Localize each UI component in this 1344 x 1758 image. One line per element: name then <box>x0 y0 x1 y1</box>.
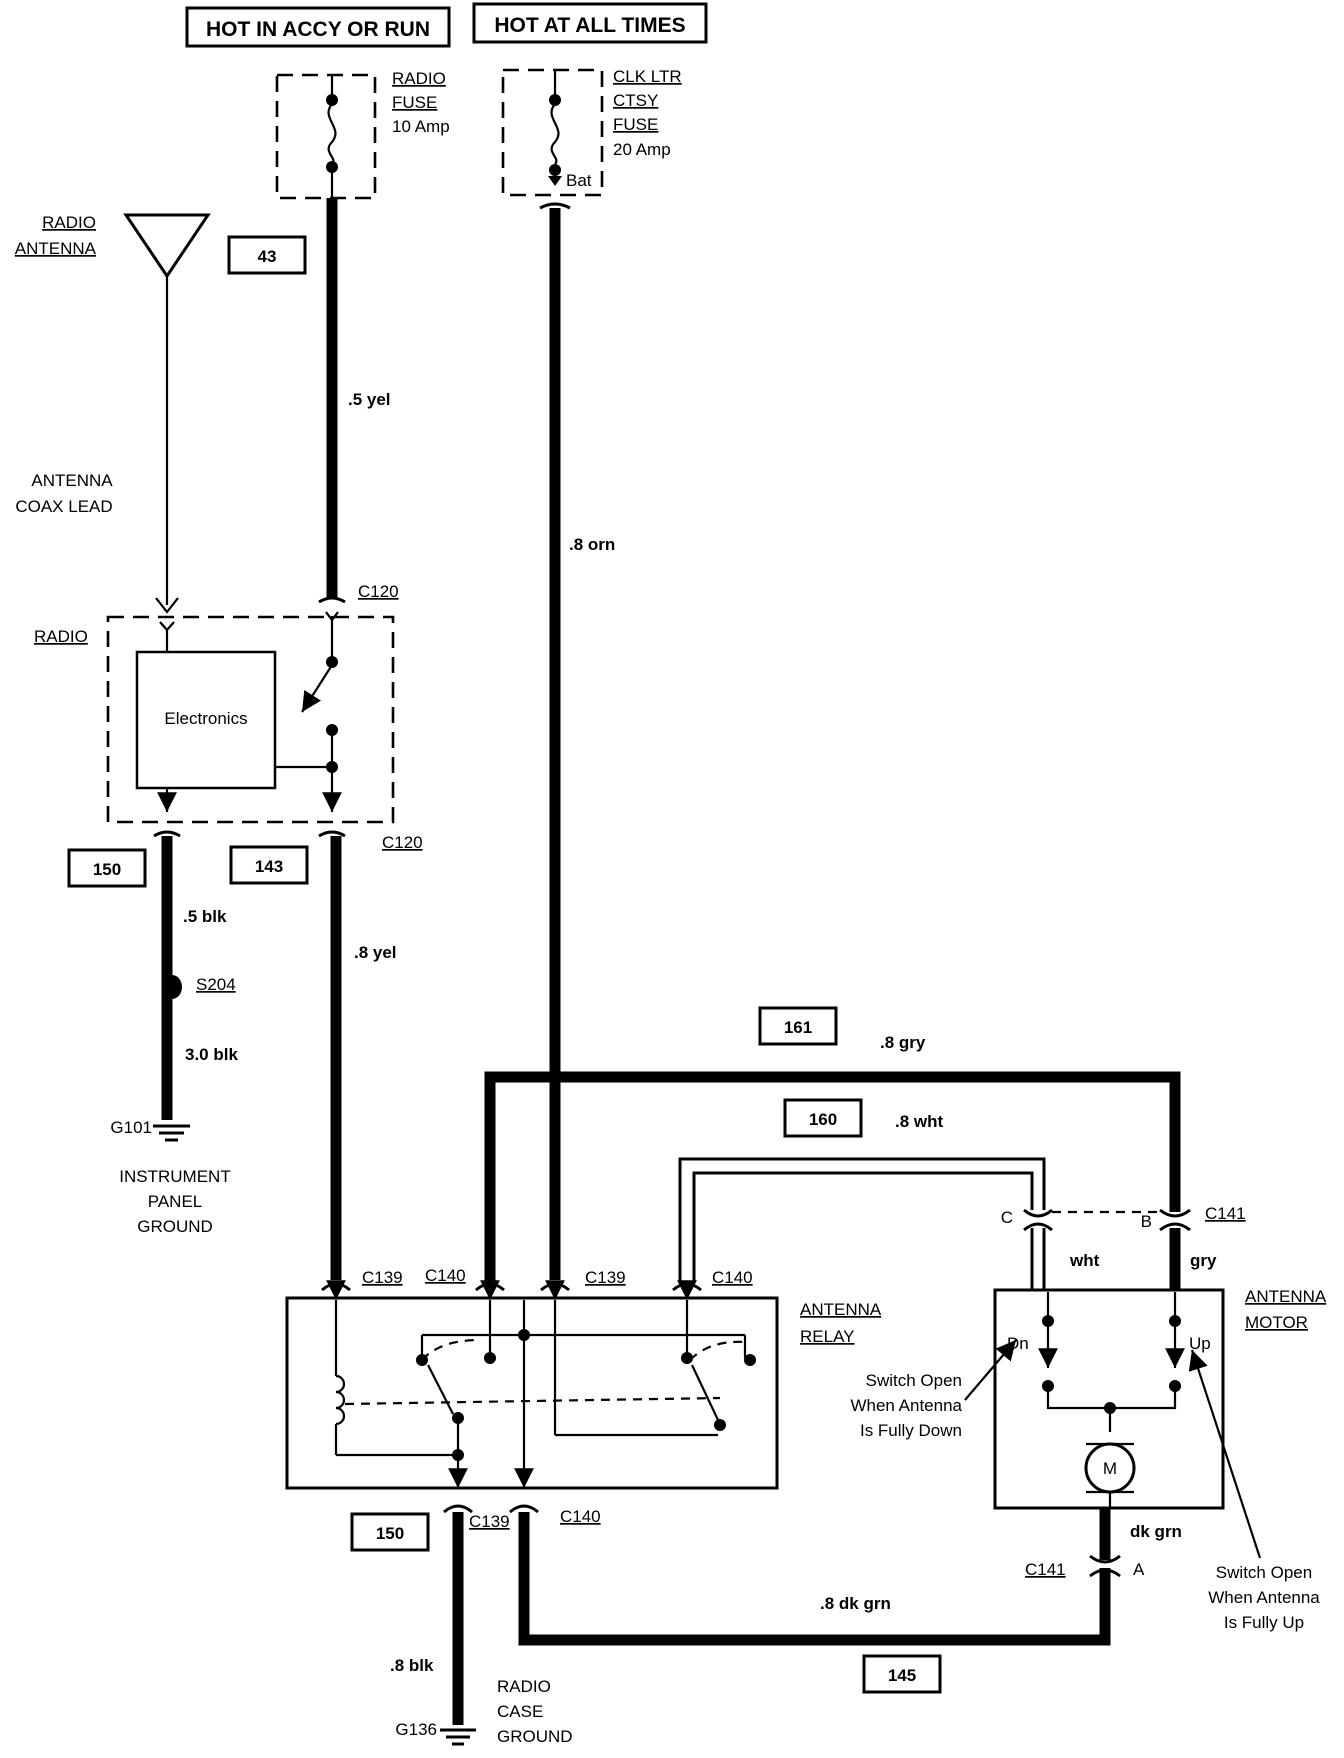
radio-fuse: RADIO FUSE 10 Amp <box>275 69 450 200</box>
header-hot-at-all-times: HOT AT ALL TIMES <box>472 2 708 44</box>
note-down-2: When Antenna <box>850 1396 962 1415</box>
clk-fuse-label-2: CTSY <box>613 91 658 110</box>
wire-gry-label: gry <box>1190 1251 1217 1270</box>
coax-label-2: COAX LEAD <box>15 497 112 516</box>
header-accy-text: HOT IN ACCY OR RUN <box>206 18 430 41</box>
relay-label-2: RELAY <box>800 1327 855 1346</box>
header-hot-in-accy-or-run: HOT IN ACCY OR RUN <box>185 6 451 48</box>
radio-label: RADIO <box>34 627 88 646</box>
note-down-1: Switch Open <box>866 1371 962 1390</box>
radio-fuse-rating: 10 Amp <box>392 117 450 136</box>
wire-43: 43 .5 yel C120 <box>227 198 399 604</box>
note-down-3: Is Fully Down <box>860 1421 962 1440</box>
antenna-relay: ANTENNA RELAY <box>285 1280 882 1490</box>
connector-c140-b: C140 <box>712 1268 753 1287</box>
wire-gry-08-label: .8 gry <box>880 1033 926 1052</box>
connector-c141-top: C B C141 wht gry <box>1001 1204 1246 1290</box>
motor-m-label: M <box>1103 1459 1117 1478</box>
ground-g101-label: G101 <box>110 1118 152 1137</box>
antenna-label-1: RADIO <box>42 213 96 232</box>
circuit-160-box <box>783 1098 863 1138</box>
motor-up-label: Up <box>1189 1334 1211 1353</box>
circuit-161-box <box>758 1006 838 1046</box>
relay-label-1: ANTENNA <box>800 1300 882 1319</box>
radio-antenna: RADIO ANTENNA ANTENNA COAX LEAD <box>15 213 211 614</box>
wire-dkgrn-label: dk grn <box>1130 1522 1182 1541</box>
wire-wht-08-label: .8 wht <box>895 1112 944 1131</box>
connector-c140-a: C140 <box>425 1266 466 1285</box>
connector-c139-a: C139 <box>362 1268 403 1287</box>
wire-143: 143 C120 .8 yel C139 <box>229 830 423 1292</box>
rcg-label-3: GROUND <box>497 1727 573 1746</box>
circuit-160-label: 160 <box>809 1110 837 1129</box>
wire-yel-08-label: .8 yel <box>354 943 397 962</box>
wire-orn-08-label: .8 orn <box>569 535 615 554</box>
electronics-box <box>135 650 277 790</box>
connector-c139-c: C139 <box>469 1512 510 1531</box>
circuit-145-label: 145 <box>888 1666 916 1685</box>
circuit-150a-box <box>67 848 147 888</box>
pin-b-label: B <box>1141 1212 1152 1231</box>
note-up-3: Is Fully Up <box>1224 1613 1304 1632</box>
circuit-43-box <box>227 235 307 275</box>
ground-g136-label: G136 <box>395 1720 437 1739</box>
motor-label-2: MOTOR <box>1245 1313 1308 1332</box>
connector-c139-b: C139 <box>585 1268 626 1287</box>
clk-fuse-rating: 20 Amp <box>613 140 671 159</box>
c141-bottom-label: C141 <box>1025 1560 1066 1579</box>
rcg-label-1: RADIO <box>497 1677 551 1696</box>
ipg-label-3: GROUND <box>137 1217 213 1236</box>
clk-fuse-terminal: Bat <box>566 171 592 190</box>
radio-unit: RADIO Electronics <box>34 611 395 824</box>
pin-a-label: A <box>1133 1560 1145 1579</box>
header-all-times-text: HOT AT ALL TIMES <box>494 14 685 37</box>
wire-blk-08-label: .8 blk <box>390 1656 434 1675</box>
motor-dn-label: Dn <box>1007 1334 1029 1353</box>
connector-c120-bottom: C120 <box>382 833 423 852</box>
circuit-143-box <box>229 845 309 885</box>
circuit-143-label: 143 <box>255 857 283 876</box>
circuit-43-label: 43 <box>258 247 277 266</box>
c141-top-label: C141 <box>1205 1204 1246 1223</box>
coax-label-1: ANTENNA <box>31 471 113 490</box>
circuit-145-box <box>862 1654 942 1694</box>
motor-label-1: ANTENNA <box>1245 1287 1327 1306</box>
circuit-161-label: 161 <box>784 1018 812 1037</box>
circuit-150b-label: 150 <box>376 1524 404 1543</box>
motor-bottom-wire: dk grn C141 A <box>1025 1508 1182 1579</box>
connector-c120-top: C120 <box>358 582 399 601</box>
wire-blk-30-label: 3.0 blk <box>185 1045 238 1064</box>
wire-150-ground: 150 .5 blk S204 3.0 blk G101 INSTRUMENT … <box>67 830 238 1236</box>
ipg-label-1: INSTRUMENT <box>119 1167 230 1186</box>
wire-dkgrn-08-label: .8 dk grn <box>820 1594 891 1613</box>
wire-160: 160 .8 wht C140 C139 <box>540 1098 1046 1292</box>
wire-orn: .8 orn <box>539 202 615 1280</box>
rcg-label-2: CASE <box>497 1702 543 1721</box>
relay-bottom-wires: 150 C139 C140 .8 dk grn 145 .8 blk G136 … <box>350 1504 1111 1746</box>
pin-c-label: C <box>1001 1208 1013 1227</box>
note-up-2: When Antenna <box>1208 1588 1320 1607</box>
wire-161: 161 .8 gry C140 <box>425 1006 1181 1292</box>
splice-s204-dot <box>162 975 182 999</box>
circuit-150b-box <box>350 1512 430 1552</box>
ipg-label-2: PANEL <box>148 1192 203 1211</box>
connector-c140-c: C140 <box>560 1507 601 1526</box>
clk-fuse-label-3: FUSE <box>613 115 658 134</box>
clk-fuse-label-1: CLK LTR <box>613 67 682 86</box>
antenna-motor: ANTENNA MOTOR Dn Up M <box>993 1287 1327 1510</box>
clk-fuse: Bat CLK LTR CTSY FUSE 20 Amp <box>501 67 682 197</box>
circuit-150a-label: 150 <box>93 860 121 879</box>
electronics-label: Electronics <box>164 709 247 728</box>
note-up-1: Switch Open <box>1216 1563 1312 1582</box>
antenna-label-2: ANTENNA <box>15 239 97 258</box>
wire-blk-05-label: .5 blk <box>183 907 227 926</box>
splice-s204-label: S204 <box>196 975 236 994</box>
radio-fuse-label-2: FUSE <box>392 93 437 112</box>
note-switch-down: Switch Open When Antenna Is Fully Down <box>850 1339 1017 1440</box>
wire-yel-05-label: .5 yel <box>348 390 391 409</box>
wire-wht-label: wht <box>1069 1251 1100 1270</box>
radio-fuse-label-1: RADIO <box>392 69 446 88</box>
note-switch-up: Switch Open When Antenna Is Fully Up <box>1188 1349 1320 1632</box>
